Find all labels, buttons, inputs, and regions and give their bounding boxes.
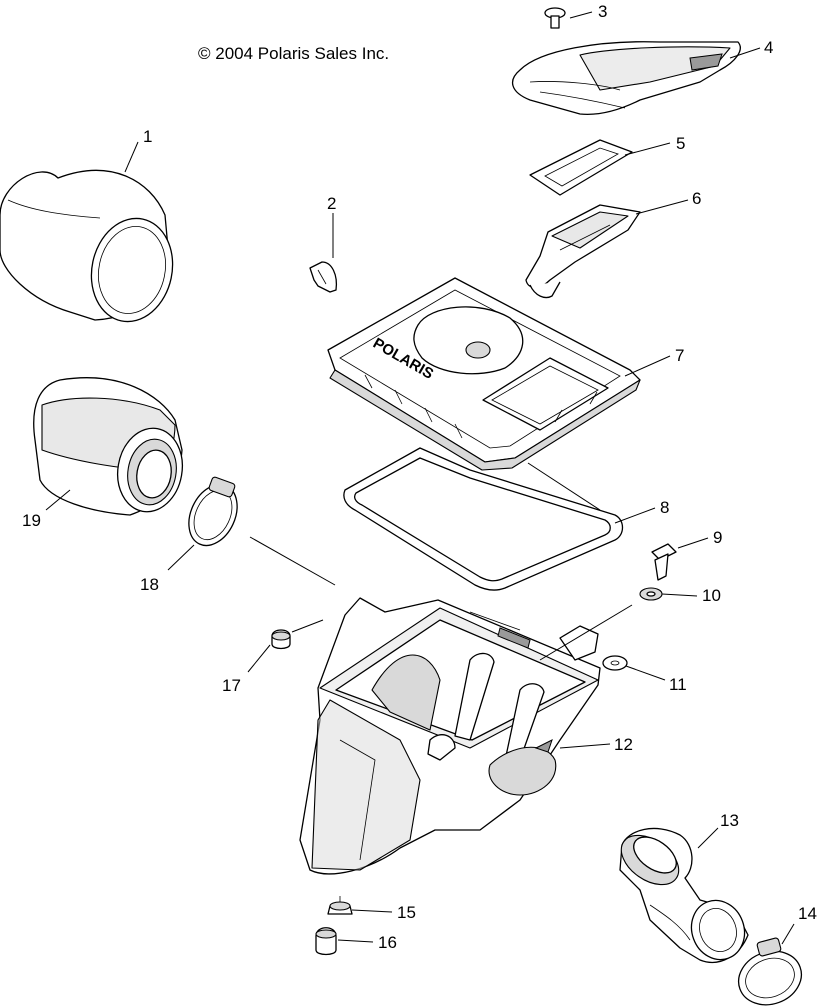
part-5-gasket bbox=[529, 139, 633, 196]
callout-3: 3 bbox=[598, 2, 608, 21]
part-8-seal bbox=[343, 447, 624, 591]
callout-1: 1 bbox=[143, 127, 153, 146]
callout-19: 19 bbox=[22, 511, 41, 530]
callout-16: 16 bbox=[378, 933, 397, 952]
callout-11: 11 bbox=[669, 675, 687, 694]
callout-7: 7 bbox=[675, 346, 685, 365]
callout-14: 14 bbox=[798, 904, 817, 923]
part-1-prefilter bbox=[0, 169, 174, 323]
callout-8: 8 bbox=[660, 498, 670, 517]
callout-10: 10 bbox=[702, 586, 721, 605]
part-13-outlet-boot bbox=[619, 827, 749, 964]
part-12-airbox bbox=[299, 597, 601, 875]
leader-lines bbox=[45, 11, 795, 945]
callout-2: 2 bbox=[327, 194, 337, 213]
callout-18: 18 bbox=[140, 575, 159, 594]
part-6-intake-snorkel bbox=[525, 204, 641, 299]
part-10-washer bbox=[639, 587, 663, 601]
part-7-airbox-cover: POLARIS bbox=[327, 277, 641, 471]
part-11-washer bbox=[602, 655, 628, 671]
part-9-bolt bbox=[651, 543, 677, 581]
part-16-plug bbox=[315, 927, 337, 956]
copyright-text: © 2004 Polaris Sales Inc. bbox=[198, 44, 390, 63]
part-18-hose-clamp bbox=[188, 476, 238, 547]
callout-15: 15 bbox=[397, 903, 416, 922]
part-14-hose-clamp bbox=[737, 937, 803, 1006]
callout-9: 9 bbox=[713, 528, 723, 547]
part-4-intake-duct bbox=[511, 41, 741, 116]
callout-4: 4 bbox=[764, 38, 774, 57]
callout-12: 12 bbox=[614, 735, 633, 754]
part-19-air-filter bbox=[33, 377, 183, 516]
part-15-drain-cap bbox=[327, 896, 353, 915]
part-17-grommet bbox=[271, 629, 291, 650]
part-3-screw bbox=[544, 7, 566, 29]
part-2-clip bbox=[309, 261, 338, 293]
callout-6: 6 bbox=[692, 189, 702, 208]
callout-17: 17 bbox=[222, 676, 241, 695]
callout-13: 13 bbox=[720, 811, 739, 830]
callout-5: 5 bbox=[676, 134, 686, 153]
